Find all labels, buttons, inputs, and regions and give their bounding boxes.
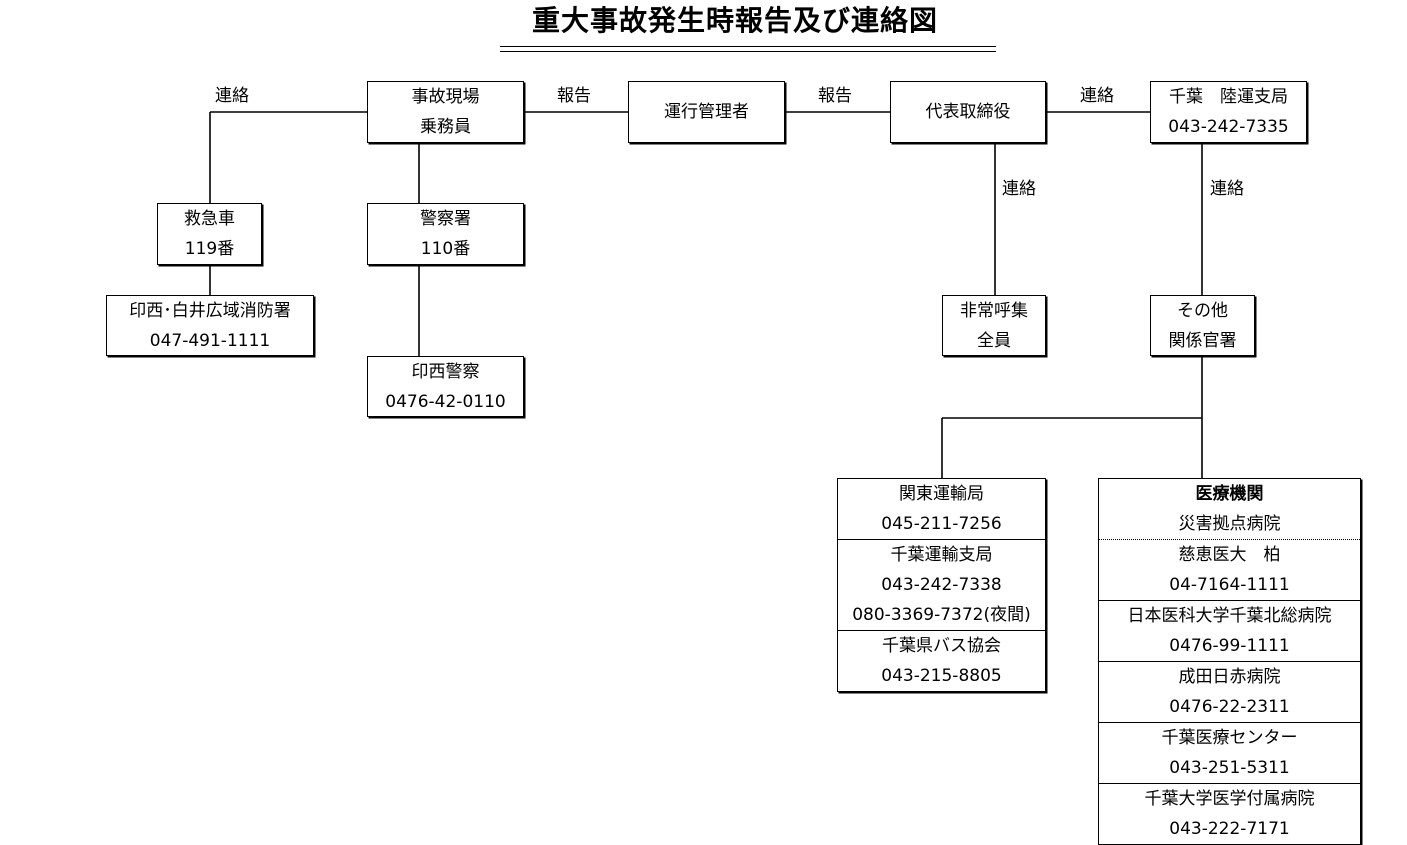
transport-name: 千葉運輸支局 [890,545,993,565]
box-police-line1: 警察署 [420,209,471,229]
box-other-agencies-line1: その他 [1177,300,1228,321]
label-left-contact: 連絡 [215,86,249,106]
box-emergency-call-line2: 全員 [977,330,1011,351]
list-item: 慈恵医大 柏 04-7164-1111 [1099,539,1360,600]
transport-authorities-list: 関東運輸局 045-211-7256 千葉運輸支局 043-242-7338 0… [837,478,1046,692]
box-accident-crew: 事故現場 乗務員 [367,81,524,143]
hospital-name: 千葉医療センター [1161,728,1298,748]
hospital-phone: 04-7164-1111 [1169,575,1290,595]
box-inzai-police-line2: 0476-42-0110 [385,391,506,412]
box-other-agencies: その他 関係官署 [1150,295,1255,356]
hospital-name: 日本医科大学千葉北総病院 [1127,606,1332,626]
medical-institutions-list: 医療機関 災害拠点病院 慈恵医大 柏 04-7164-1111 日本医科大学千葉… [1098,478,1361,845]
box-other-agencies-line2: 関係官署 [1168,330,1237,351]
box-emergency-call: 非常呼集 全員 [942,295,1046,356]
label-bureau-down-contact: 連絡 [1210,179,1244,199]
transport-phone: 043-242-7338 [881,575,1002,595]
list-item: 千葉医療センター 043-251-5311 [1099,722,1360,783]
label-report-rep: 報告 [818,86,852,106]
box-fire-department: 印西･白井広域消防署 047-491-1111 [106,295,314,356]
hospital-name: 千葉大学医学付属病院 [1144,789,1315,809]
list-item: 関東運輸局 045-211-7256 [838,479,1045,539]
list-item: 千葉大学医学付属病院 043-222-7171 [1099,783,1360,844]
label-report-ops: 報告 [557,86,591,106]
hospital-name: 慈恵医大 柏 [1178,545,1281,565]
title-underline-bottom [500,51,996,52]
box-fire-department-line2: 047-491-1111 [149,330,271,351]
page-title: 重大事故発生時報告及び連絡図 [531,4,938,37]
box-fire-department-line1: 印西･白井広域消防署 [129,300,291,321]
box-ambulance-line1: 救急車 [184,209,235,229]
hospital-phone: 0476-22-2311 [1169,697,1290,717]
label-right-contact: 連絡 [1080,86,1114,106]
label-rep-down-contact: 連絡 [1002,179,1036,199]
box-inzai-police: 印西警察 0476-42-0110 [367,356,524,417]
box-chiba-bureau: 千葉 陸運支局 043-242-7335 [1150,81,1307,143]
box-ambulance: 救急車 119番 [157,203,262,265]
transport-name: 関東運輸局 [899,484,984,504]
transport-phone: 043-215-8805 [881,666,1002,686]
box-emergency-call-line1: 非常呼集 [960,300,1028,321]
box-operations-manager-line1: 運行管理者 [664,102,749,122]
medical-header-title: 医療機関 [1195,484,1264,504]
box-chiba-bureau-line1: 千葉 陸運支局 [1169,87,1288,107]
transport-name: 千葉県バス協会 [882,636,1001,656]
medical-header: 医療機関 災害拠点病院 [1099,479,1360,539]
box-ambulance-line2: 119番 [184,239,235,259]
hospital-name: 成田日赤病院 [1178,667,1281,687]
box-inzai-police-line1: 印西警察 [411,361,480,382]
box-accident-crew-line2: 乗務員 [420,117,471,137]
box-operations-manager: 運行管理者 [628,81,785,143]
list-item: 千葉運輸支局 043-242-7338 080-3369-7372(夜間) [838,539,1045,630]
hospital-phone: 0476-99-1111 [1169,636,1290,656]
transport-phone: 045-211-7256 [881,514,1002,534]
box-accident-crew-line1: 事故現場 [411,87,480,107]
list-item: 成田日赤病院 0476-22-2311 [1099,661,1360,722]
box-representative: 代表取締役 [890,81,1046,143]
box-chiba-bureau-line2: 043-242-7335 [1168,117,1289,137]
box-representative-line1: 代表取締役 [925,102,1011,122]
list-item: 千葉県バス協会 043-215-8805 [838,630,1045,691]
box-police-line2: 110番 [420,239,471,259]
transport-phone-night: 080-3369-7372(夜間) [852,605,1031,625]
title-underline-top [500,46,996,47]
hospital-phone: 043-222-7171 [1169,819,1290,839]
box-police: 警察署 110番 [367,203,524,265]
list-item: 日本医科大学千葉北総病院 0476-99-1111 [1099,600,1360,661]
hospital-phone: 043-251-5311 [1169,758,1290,778]
medical-subheader: 災害拠点病院 [1178,514,1281,534]
